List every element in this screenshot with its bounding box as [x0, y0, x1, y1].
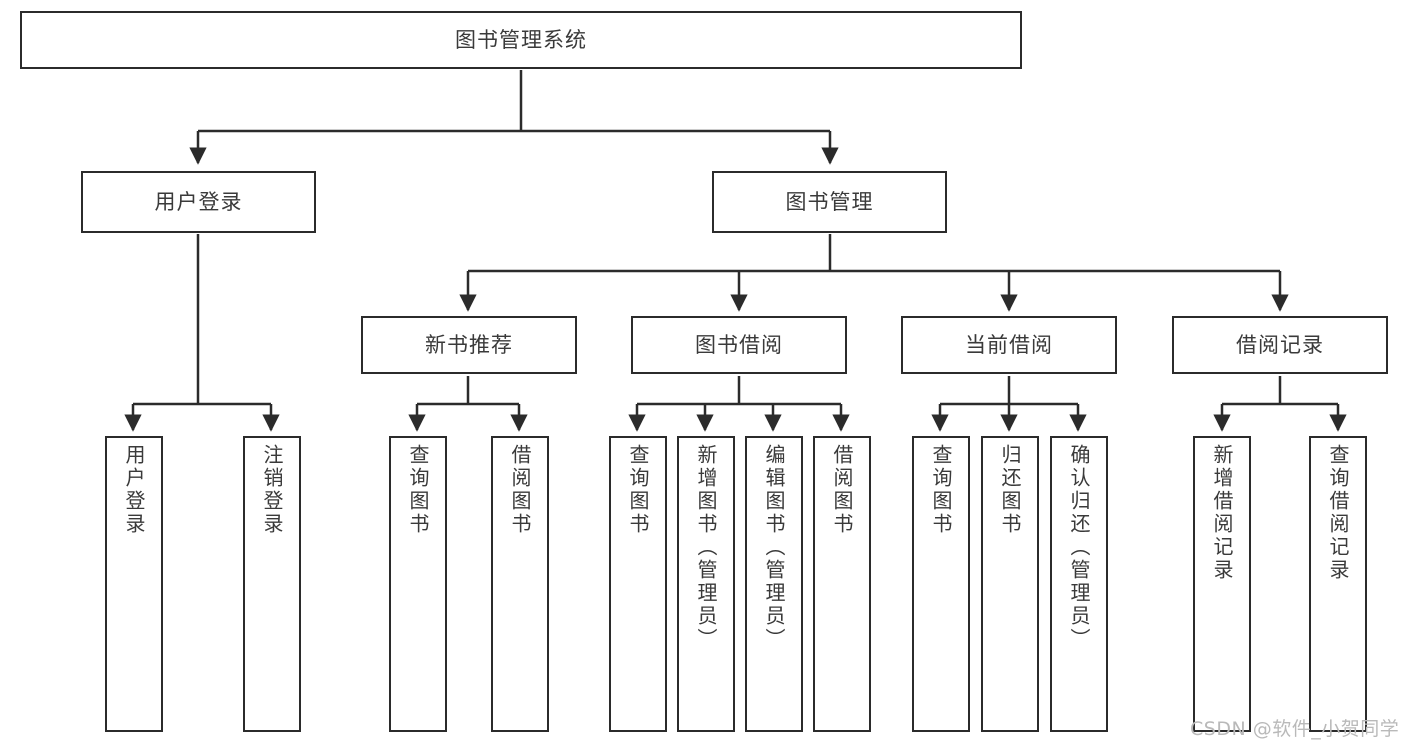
node-label: 图书管理系统	[455, 27, 587, 52]
node-user-login[interactable]: 用户登录	[81, 171, 316, 233]
node-root-book-management-system[interactable]: 图书管理系统	[20, 11, 1022, 69]
leaf-borrow-record-add-record[interactable]: 新增借阅记录	[1193, 436, 1251, 732]
node-book-management[interactable]: 图书管理	[712, 171, 947, 233]
node-borrow-record[interactable]: 借阅记录	[1172, 316, 1388, 374]
node-label: 查询图书	[406, 444, 430, 536]
node-new-book-recommend[interactable]: 新书推荐	[361, 316, 577, 374]
leaf-book-borrow-query-book[interactable]: 查询图书	[609, 436, 667, 732]
node-current-borrow[interactable]: 当前借阅	[901, 316, 1117, 374]
node-label: 用户登录	[122, 444, 146, 536]
node-label: 用户登录	[154, 189, 243, 214]
node-label: 图书管理	[785, 189, 874, 214]
node-label: 归还图书	[998, 444, 1022, 536]
node-label: 查询图书	[626, 444, 650, 536]
node-label: 图书借阅	[695, 332, 783, 357]
leaf-new-book-query-book[interactable]: 查询图书	[389, 436, 447, 732]
node-label: 新书推荐	[425, 332, 513, 357]
node-label: 借阅记录	[1236, 332, 1324, 357]
node-label: 借阅图书	[508, 444, 532, 536]
node-label: 当前借阅	[965, 332, 1053, 357]
leaf-current-borrow-confirm-return-admin[interactable]: 确认归还（管理员）	[1050, 436, 1108, 732]
node-label: 确认归还（管理员）	[1067, 444, 1091, 651]
node-label: 新增借阅记录	[1210, 444, 1234, 582]
node-label: 编辑图书（管理员）	[762, 444, 786, 651]
node-label: 借阅图书	[830, 444, 854, 536]
leaf-user-login-logout[interactable]: 注销登录	[243, 436, 301, 732]
node-label: 查询图书	[929, 444, 953, 536]
node-book-borrow[interactable]: 图书借阅	[631, 316, 847, 374]
node-label: 注销登录	[260, 444, 284, 536]
leaf-current-borrow-query-book[interactable]: 查询图书	[912, 436, 970, 732]
leaf-new-book-borrow-book[interactable]: 借阅图书	[491, 436, 549, 732]
leaf-borrow-record-query-record[interactable]: 查询借阅记录	[1309, 436, 1367, 732]
leaf-book-borrow-add-book-admin[interactable]: 新增图书（管理员）	[677, 436, 735, 732]
node-label: 新增图书（管理员）	[694, 444, 718, 651]
node-label: 查询借阅记录	[1326, 444, 1350, 582]
leaf-book-borrow-edit-book-admin[interactable]: 编辑图书（管理员）	[745, 436, 803, 732]
csdn-watermark: CSDN @软件_小贺同学	[1190, 718, 1400, 740]
leaf-current-borrow-return-book[interactable]: 归还图书	[981, 436, 1039, 732]
leaf-book-borrow-borrow-book[interactable]: 借阅图书	[813, 436, 871, 732]
leaf-user-login-login[interactable]: 用户登录	[105, 436, 163, 732]
